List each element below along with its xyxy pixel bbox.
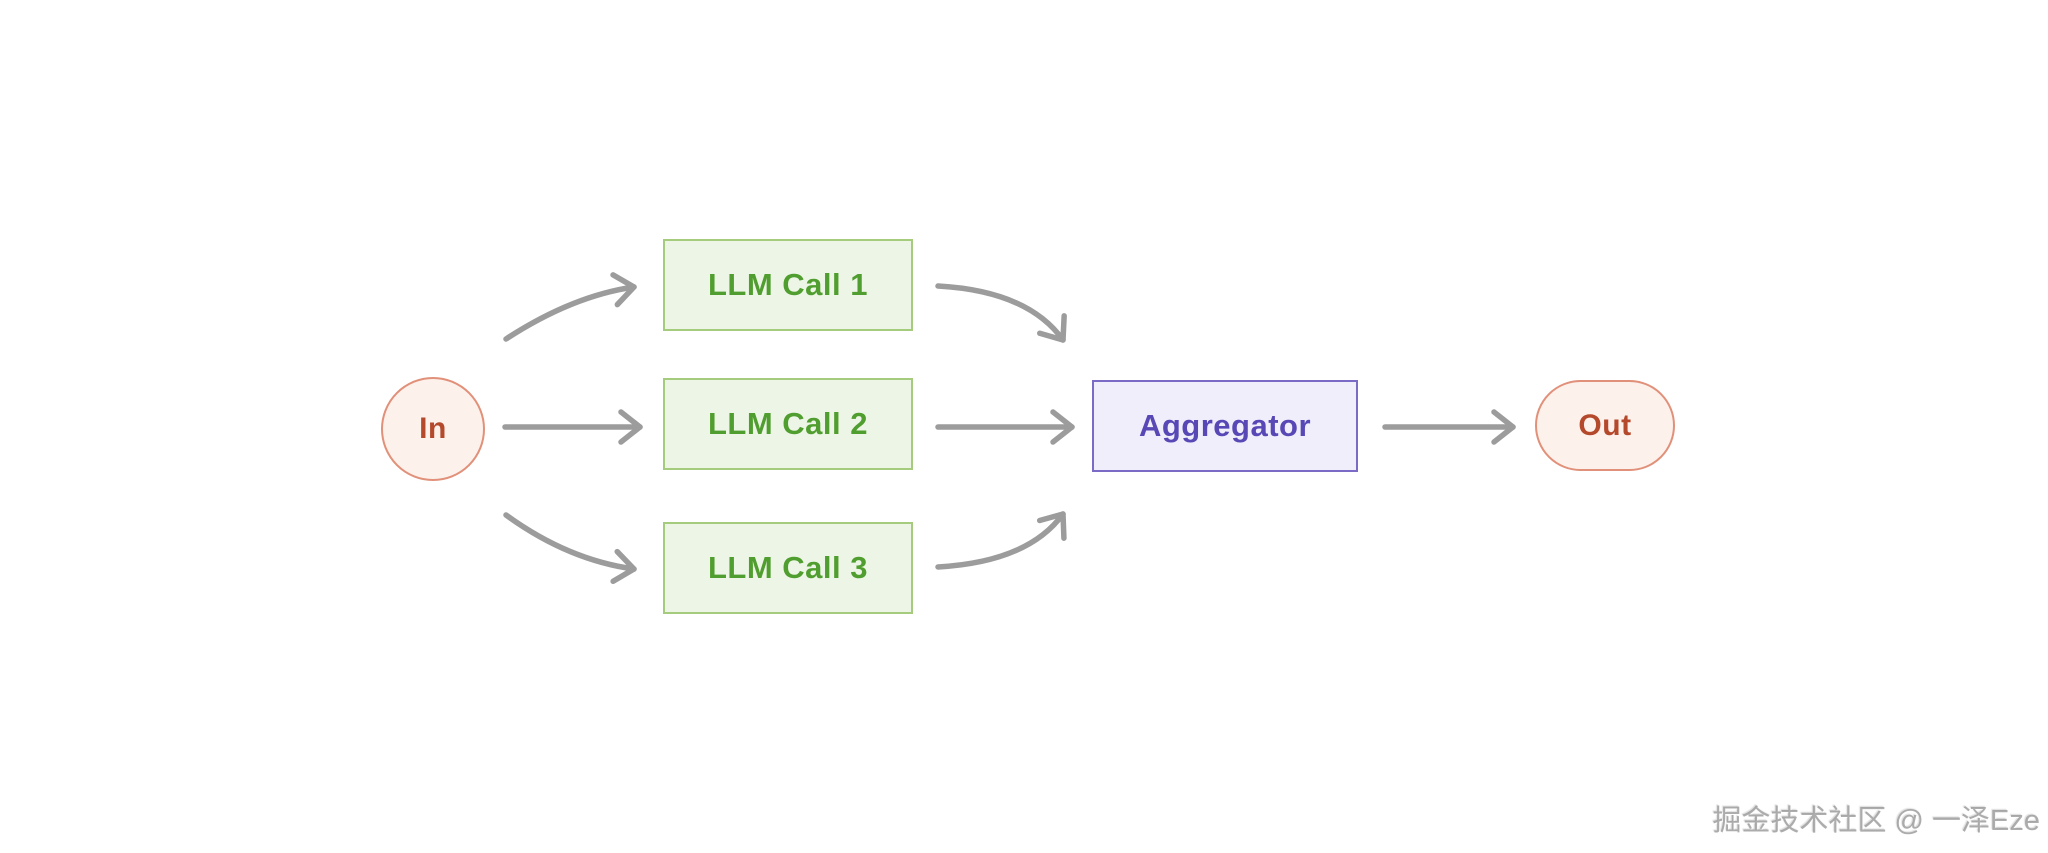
edge-in-to-llm-call-3 xyxy=(503,512,637,585)
node-out-label: Out xyxy=(1578,408,1632,442)
watermark-text: 掘金技术社区 @ 一泽Eze xyxy=(1712,805,2040,837)
node-llm-call-1[interactable]: LLM Call 1 xyxy=(663,239,913,331)
node-aggregator-label: Aggregator xyxy=(1138,408,1312,443)
edge-in-to-llm-call-1 xyxy=(503,272,637,342)
node-in-label: In xyxy=(419,412,447,445)
node-out[interactable]: Out xyxy=(1535,380,1675,471)
edge-llm-call-1-to-aggregator xyxy=(935,283,1067,343)
node-llm-call-3-label: LLM Call 3 xyxy=(707,550,868,585)
node-llm-call-2-label: LLM Call 2 xyxy=(707,406,868,441)
node-llm-call-2[interactable]: LLM Call 2 xyxy=(663,378,913,470)
node-aggregator[interactable]: Aggregator xyxy=(1092,380,1358,472)
edge-llm-call-3-to-aggregator xyxy=(935,511,1067,570)
node-llm-call-3[interactable]: LLM Call 3 xyxy=(663,522,913,614)
node-in[interactable]: In xyxy=(381,377,485,481)
node-llm-call-1-label: LLM Call 1 xyxy=(707,267,868,302)
